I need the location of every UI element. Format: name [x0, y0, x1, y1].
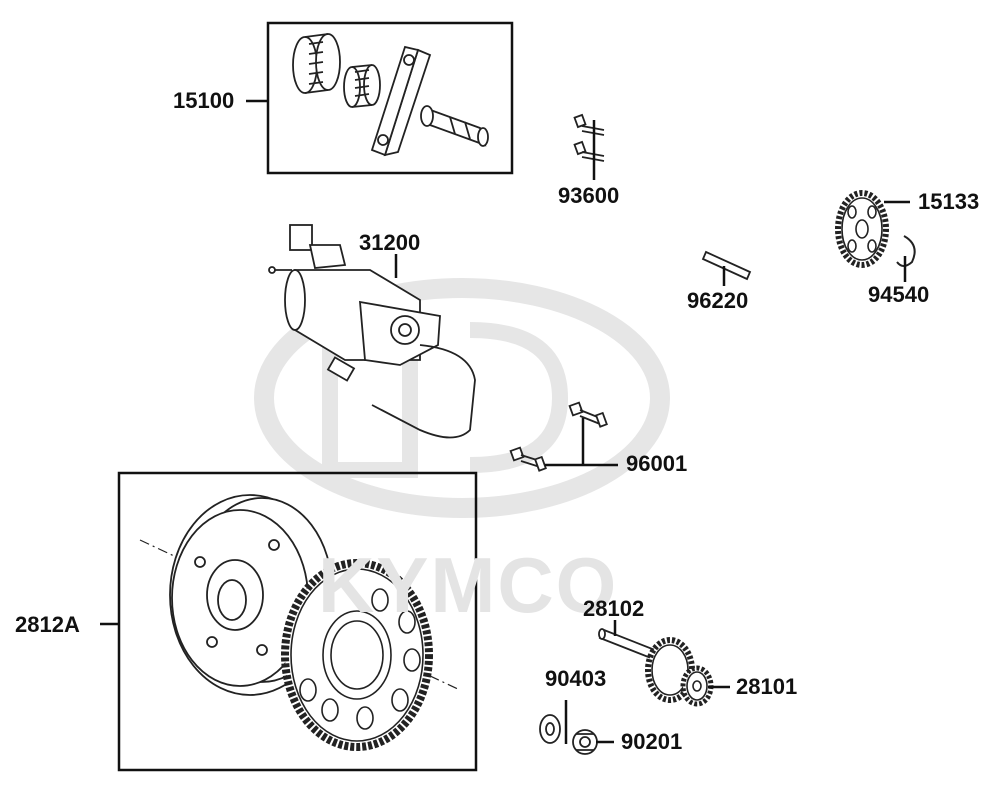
kit-15100-box	[266, 21, 514, 175]
part-label-2812A[interactable]: 2812A	[15, 612, 80, 637]
part-label-15100[interactable]: 15100	[173, 88, 235, 113]
starter-idle-plate-part	[370, 45, 432, 157]
part-label-96001[interactable]: 96001	[626, 451, 688, 476]
starter-driven-gear-part	[281, 559, 433, 751]
flywheel-part	[139, 494, 461, 696]
part-label-31200[interactable]: 31200	[359, 230, 421, 255]
part-label-90403[interactable]: 90403	[545, 666, 607, 691]
part-label-96220[interactable]: 96220	[687, 288, 749, 313]
gear-15133-part	[835, 190, 889, 268]
part-label-15133[interactable]: 15133	[918, 189, 980, 214]
circlip-94540-part	[896, 235, 916, 267]
idle-gear-28101-part	[645, 637, 714, 707]
part-label-28102[interactable]: 28102	[583, 596, 645, 621]
washer-90201-part	[572, 729, 598, 755]
needle-bearing-part	[343, 64, 381, 108]
part-label-28101[interactable]: 28101	[736, 674, 798, 699]
starter-motor-31200-part	[268, 224, 476, 439]
part-label-93600[interactable]: 93600	[558, 183, 620, 208]
pin-96220-part	[701, 250, 752, 281]
washer-90403-part	[539, 714, 561, 744]
one-way-clutch-part	[292, 33, 341, 94]
part-label-94540[interactable]: 94540	[868, 282, 930, 307]
brand-watermark-text: KYMCO	[318, 541, 619, 629]
part-label-90201[interactable]: 90201	[621, 729, 683, 754]
drive-shaft-part	[420, 105, 489, 147]
kit-2812A-box	[117, 471, 478, 772]
bolt-93600-part	[573, 113, 605, 162]
bolt-96001-part	[509, 401, 608, 472]
